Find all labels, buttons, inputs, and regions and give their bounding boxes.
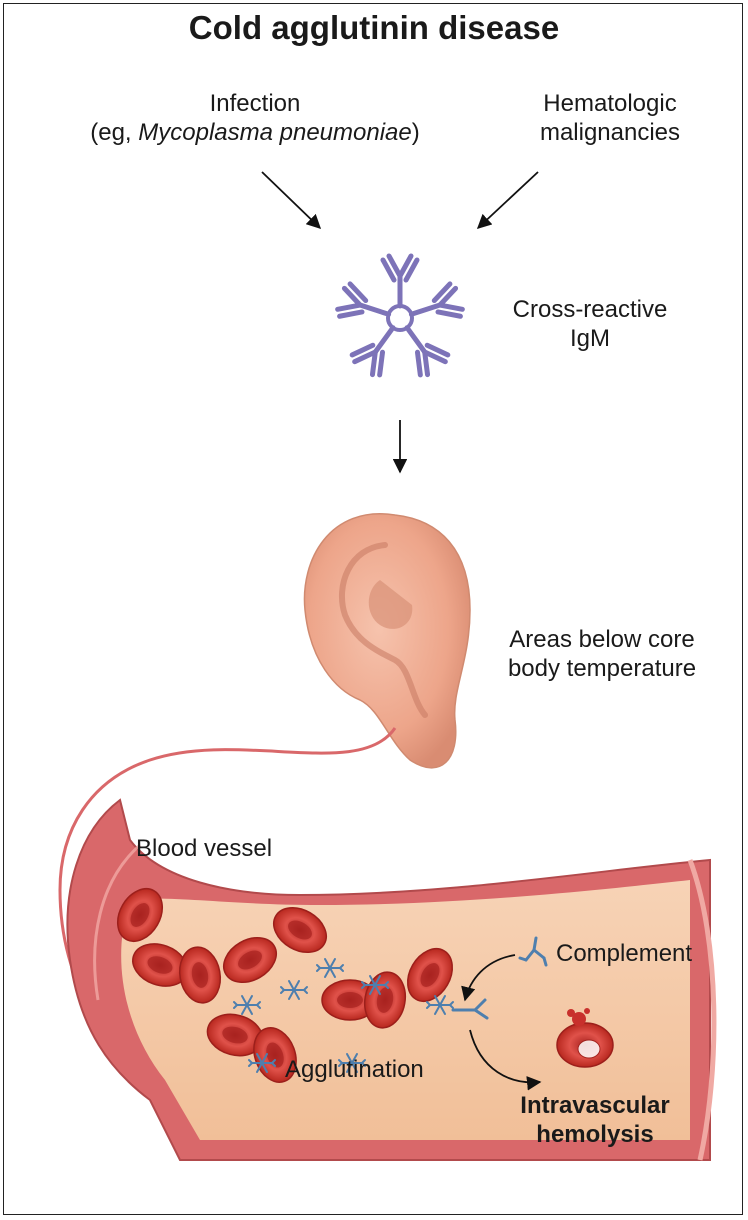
hemolysis-label: Intravascular hemolysis [480,1092,710,1150]
agglutination-label: Agglutination [285,1056,424,1085]
hemolysis-line-1: Intravascular [480,1092,710,1121]
arrow-hematologic-to-igm [478,172,538,228]
arrow-infection-to-igm [262,172,320,228]
blood-vessel-label: Blood vessel [136,835,272,864]
igm-pentamer-icon [336,256,464,378]
hemolysis-line-2: hemolysis [480,1121,710,1150]
complement-label: Complement [556,940,692,969]
ear-illustration [304,514,470,768]
